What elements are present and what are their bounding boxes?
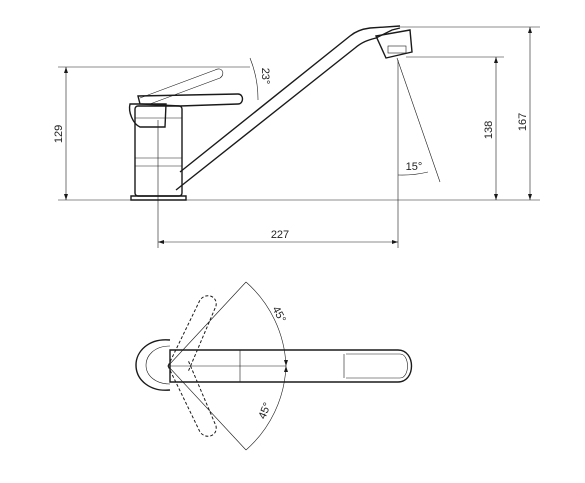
dim-lever-angle: 23° <box>249 57 271 101</box>
spout <box>175 25 413 191</box>
dim-aerator-angle-label: 15° <box>406 161 423 173</box>
aerator <box>387 45 407 54</box>
dim-spout-height: 138 <box>406 56 504 200</box>
faucet-body <box>128 103 187 201</box>
dim-body-height-label: 129 <box>53 125 65 143</box>
dim-aerator-angle: 15° <box>396 57 441 183</box>
spout-lower-edge <box>175 27 401 191</box>
top-view: 45° 45° <box>135 281 413 451</box>
lever-raised-outline <box>139 68 224 105</box>
lever-arm <box>137 93 244 107</box>
dim-total-height: 167 <box>400 26 540 200</box>
spout-top-outline <box>169 349 413 383</box>
spout-tip <box>374 29 413 59</box>
spout-swivel-upper <box>167 295 217 373</box>
side-view: 167 138 129 227 23° <box>53 25 540 248</box>
dim-spout-height-label: 138 <box>483 121 495 139</box>
dim-swivel-angle-upper-label: 45° <box>269 304 287 324</box>
spout-swivel-lower <box>167 359 217 437</box>
dim-body-height: 129 <box>53 66 250 200</box>
dim-reach-label: 227 <box>271 229 289 241</box>
dim-swivel-angle-lower-label: 45° <box>257 401 274 421</box>
dim-reach: 227 <box>157 60 399 248</box>
base-inner-outline <box>145 345 171 385</box>
body-cylinder <box>134 105 183 197</box>
dim-lever-angle-label: 23° <box>259 68 271 85</box>
spout-upper-edge <box>179 25 401 173</box>
lever-handle <box>137 68 244 107</box>
spout-tip-top <box>346 353 408 379</box>
dim-total-height-label: 167 <box>517 113 529 131</box>
base-outline <box>135 339 171 391</box>
lever-hub <box>128 103 167 128</box>
body-base-plate <box>130 195 187 201</box>
